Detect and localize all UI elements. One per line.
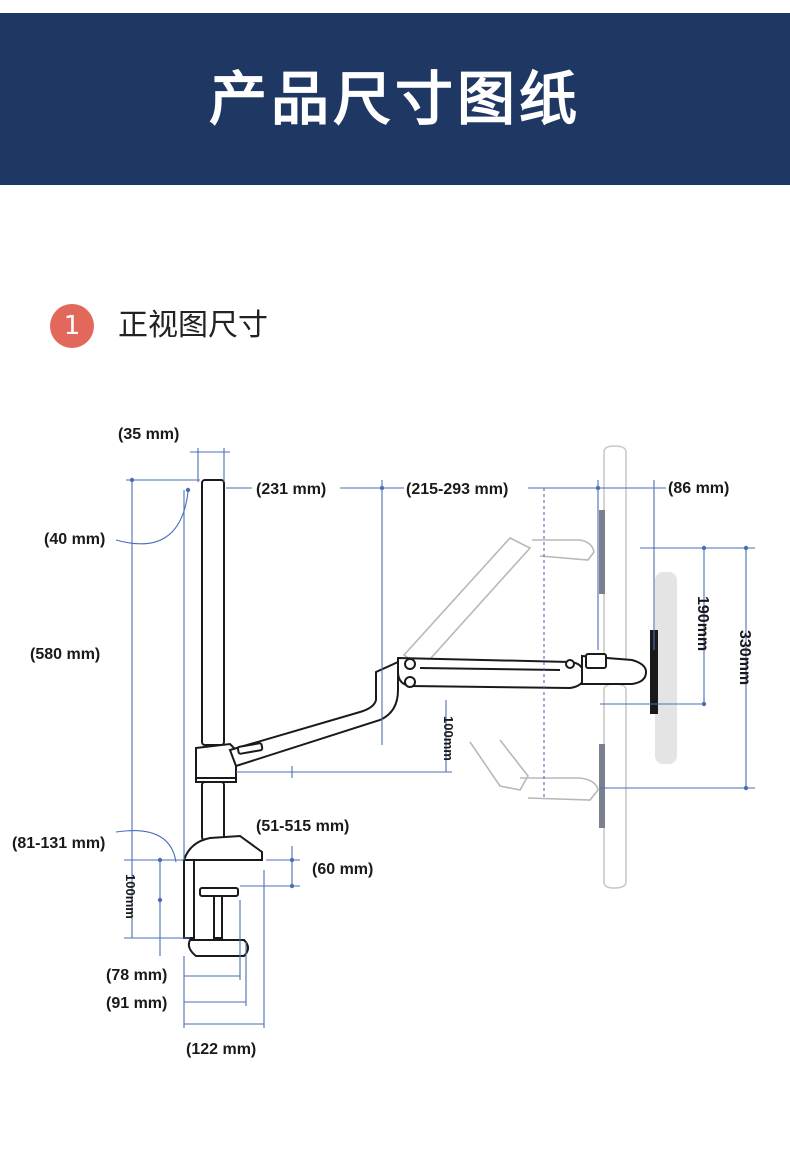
label-clamp-thickness: (81-131 mm) bbox=[12, 835, 105, 852]
monitor-tilt-head bbox=[581, 653, 648, 685]
label-height-190: 190mm bbox=[694, 596, 711, 651]
label-clamp-60: (60 mm) bbox=[312, 861, 373, 878]
label-arm-reach-1: (231 mm) bbox=[256, 481, 326, 498]
label-base-78: (78 mm) bbox=[106, 967, 167, 984]
arm-ghost-lower bbox=[469, 739, 599, 801]
label-clamp-100: 100mm bbox=[123, 874, 138, 919]
monitor-ghost-center bbox=[655, 572, 677, 764]
label-pole-width: (35 mm) bbox=[118, 426, 179, 443]
section-title: 正视图尺寸 bbox=[118, 308, 268, 343]
monitor-ghost-top bbox=[603, 445, 627, 679]
lower-arm bbox=[228, 660, 399, 768]
label-base-91: (91 mm) bbox=[106, 995, 167, 1012]
page-title: 产品尺寸图纸 bbox=[208, 65, 581, 133]
vesa-plates bbox=[599, 510, 605, 828]
monitor-ghost-bottom bbox=[603, 683, 627, 889]
label-arm-reach-2: (215-293 mm) bbox=[406, 481, 508, 498]
upper-arm bbox=[397, 656, 586, 690]
dimension-ticks bbox=[129, 477, 749, 903]
label-arm-100: 100mm bbox=[441, 716, 456, 761]
section-number-badge: 1 bbox=[50, 304, 94, 348]
label-top-offset: (40 mm) bbox=[44, 531, 105, 548]
label-height-330: 330mm bbox=[736, 630, 753, 685]
arm-ghost-upper bbox=[402, 537, 595, 670]
label-base-122: (122 mm) bbox=[186, 1041, 256, 1058]
label-pole-height: (580 mm) bbox=[30, 646, 100, 663]
monitor-plate-center bbox=[650, 630, 658, 714]
desk-clamp bbox=[182, 834, 263, 957]
header-banner: 产品尺寸图纸 bbox=[0, 13, 790, 185]
pole bbox=[201, 479, 225, 841]
label-monitor-depth: (86 mm) bbox=[668, 480, 729, 497]
dimension-lines bbox=[115, 448, 755, 1028]
label-arm-range: (51-515 mm) bbox=[256, 818, 349, 835]
